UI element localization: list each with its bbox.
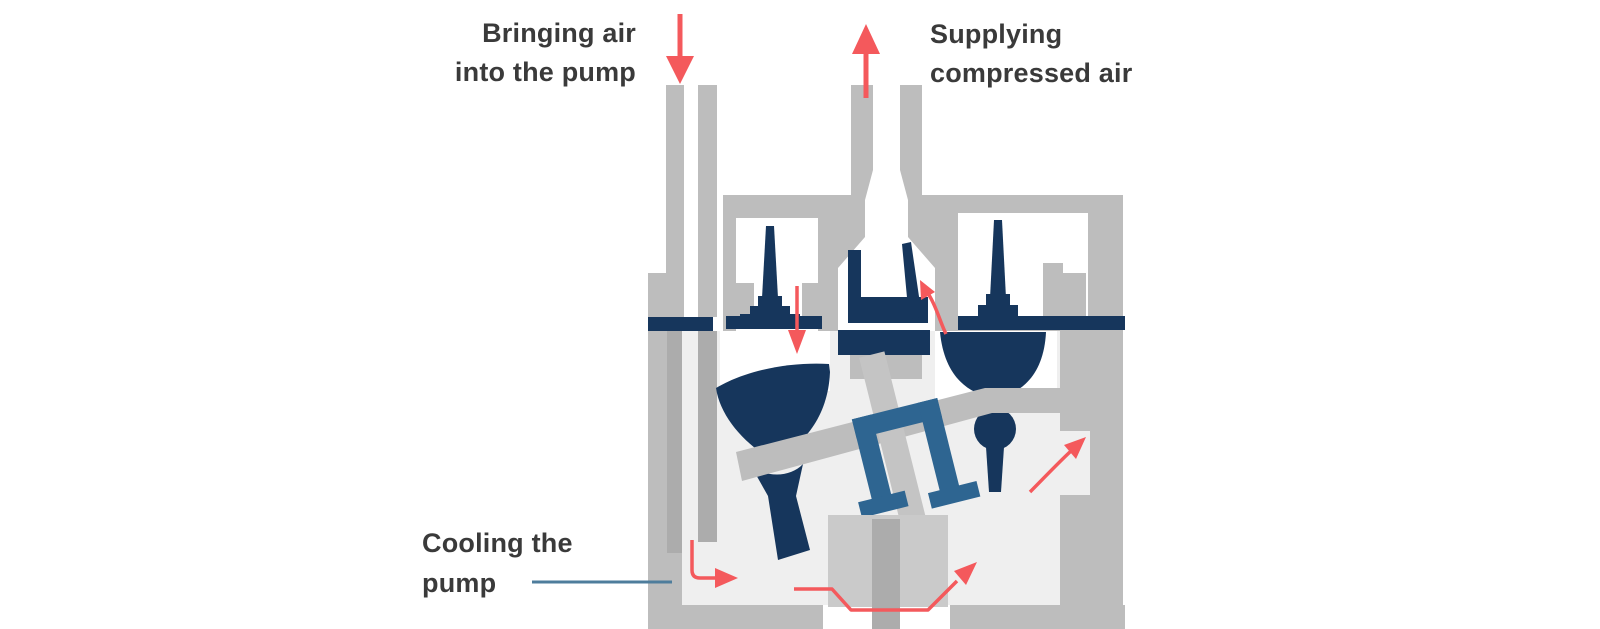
intake-valve-disc <box>740 314 800 319</box>
cooling-inlet-arrow-shaft <box>690 540 715 580</box>
outlet-pipe-right-wall <box>900 85 922 195</box>
bracket-right-foot <box>927 480 981 509</box>
cooling-bottom-arrow-shaft <box>794 579 959 612</box>
intake-label-line2: into the pump <box>455 57 636 87</box>
right-valve-collar <box>978 305 1018 316</box>
guide-step <box>1063 273 1086 318</box>
floor-right <box>950 605 1125 629</box>
intake-valve-collar <box>750 306 790 317</box>
intake-channel <box>684 85 698 317</box>
right-piston-rod <box>986 447 1004 492</box>
right-inner-block <box>1060 495 1090 607</box>
deck-bar-left <box>648 317 713 331</box>
outlet-valve-seat <box>838 330 930 355</box>
swash-plate <box>736 388 1088 481</box>
right-valve-stem <box>990 220 1006 298</box>
cooling-baffle <box>667 331 682 553</box>
drive-rod <box>859 351 936 564</box>
outlet-arrow-up-icon <box>852 24 880 54</box>
airflow-arrowheads <box>666 24 1086 588</box>
left-piston-rod <box>750 464 810 560</box>
housing-steps <box>736 263 1090 607</box>
intake-pipe-inner-wall <box>698 85 717 317</box>
intake-valve-arrowhead-icon <box>788 330 806 354</box>
bracket-left-leg <box>851 414 894 509</box>
right-valve-collar <box>986 294 1010 305</box>
outlet-label-line1: Supplying <box>930 19 1062 49</box>
cooling-baffle <box>698 331 717 542</box>
pedestal-column <box>872 519 900 629</box>
outlet-label-line2: compressed air <box>930 58 1133 88</box>
connecting-bracket <box>851 398 981 518</box>
labels: Bringing air into the pump Supplying com… <box>422 18 1133 598</box>
outlet-valve-arrowhead-icon <box>920 280 935 300</box>
swash-plate-shape <box>736 388 1088 481</box>
inner-baffles <box>667 331 717 553</box>
right-valve-seat <box>958 316 1058 330</box>
cooling-label-line2: pump <box>422 568 496 598</box>
right-piston-ball-joint <box>974 408 1016 450</box>
intake-label-line1: Bringing air <box>482 18 636 48</box>
right-piston-head <box>940 332 1046 398</box>
cooling-inlet-arrowhead-icon <box>715 568 738 588</box>
guide-step <box>736 283 754 318</box>
right-inner-step <box>1060 331 1090 431</box>
floor-left <box>648 605 823 629</box>
right-wall <box>1090 202 1123 629</box>
guide-step <box>1043 263 1063 318</box>
cooling-bottom-arrowhead-icon <box>954 562 977 585</box>
outlet-valve-flap <box>902 242 922 319</box>
bracket-left-foot <box>858 490 909 518</box>
guide-step <box>802 283 818 318</box>
intake-valve-stem <box>762 226 778 298</box>
drive-rod-shape <box>859 351 936 564</box>
guide-step <box>942 286 958 318</box>
airflow-arrows <box>677 14 1073 612</box>
intake-arrow-down-icon <box>666 56 694 84</box>
deck-bar-right <box>1056 316 1125 330</box>
bracket-right-leg <box>917 398 962 500</box>
outlet-valve-arrow-shaft <box>927 294 948 335</box>
outlet-pipe-left-wall <box>851 85 873 195</box>
intake-valve-collar <box>758 296 782 307</box>
cooling-label-line1: Cooling the <box>422 528 573 558</box>
right-channel-arrow-shaft <box>1028 449 1073 494</box>
intake-pipe-outer-wall <box>666 85 684 317</box>
right-channel-arrowhead-icon <box>1064 437 1086 459</box>
